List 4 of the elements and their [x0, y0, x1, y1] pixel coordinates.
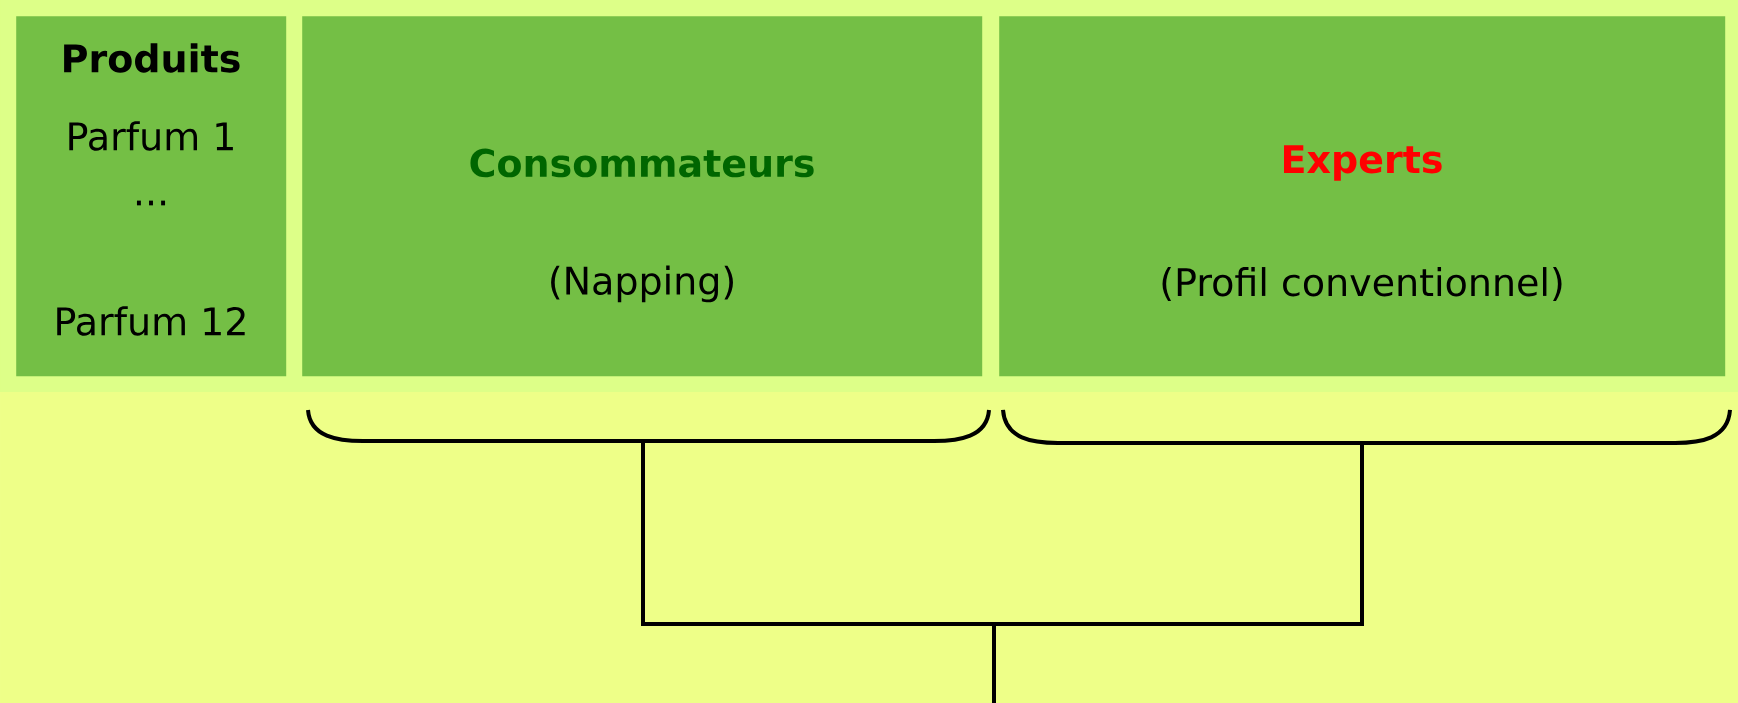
connector-line — [992, 443, 1364, 703]
panel-box: Consommateurs (Napping) — [302, 16, 983, 377]
product-list-box: Produits Parfum 1 ... Parfum 12 — [16, 16, 287, 377]
panel-box: Experts (Profil conventionnel) — [999, 16, 1726, 377]
